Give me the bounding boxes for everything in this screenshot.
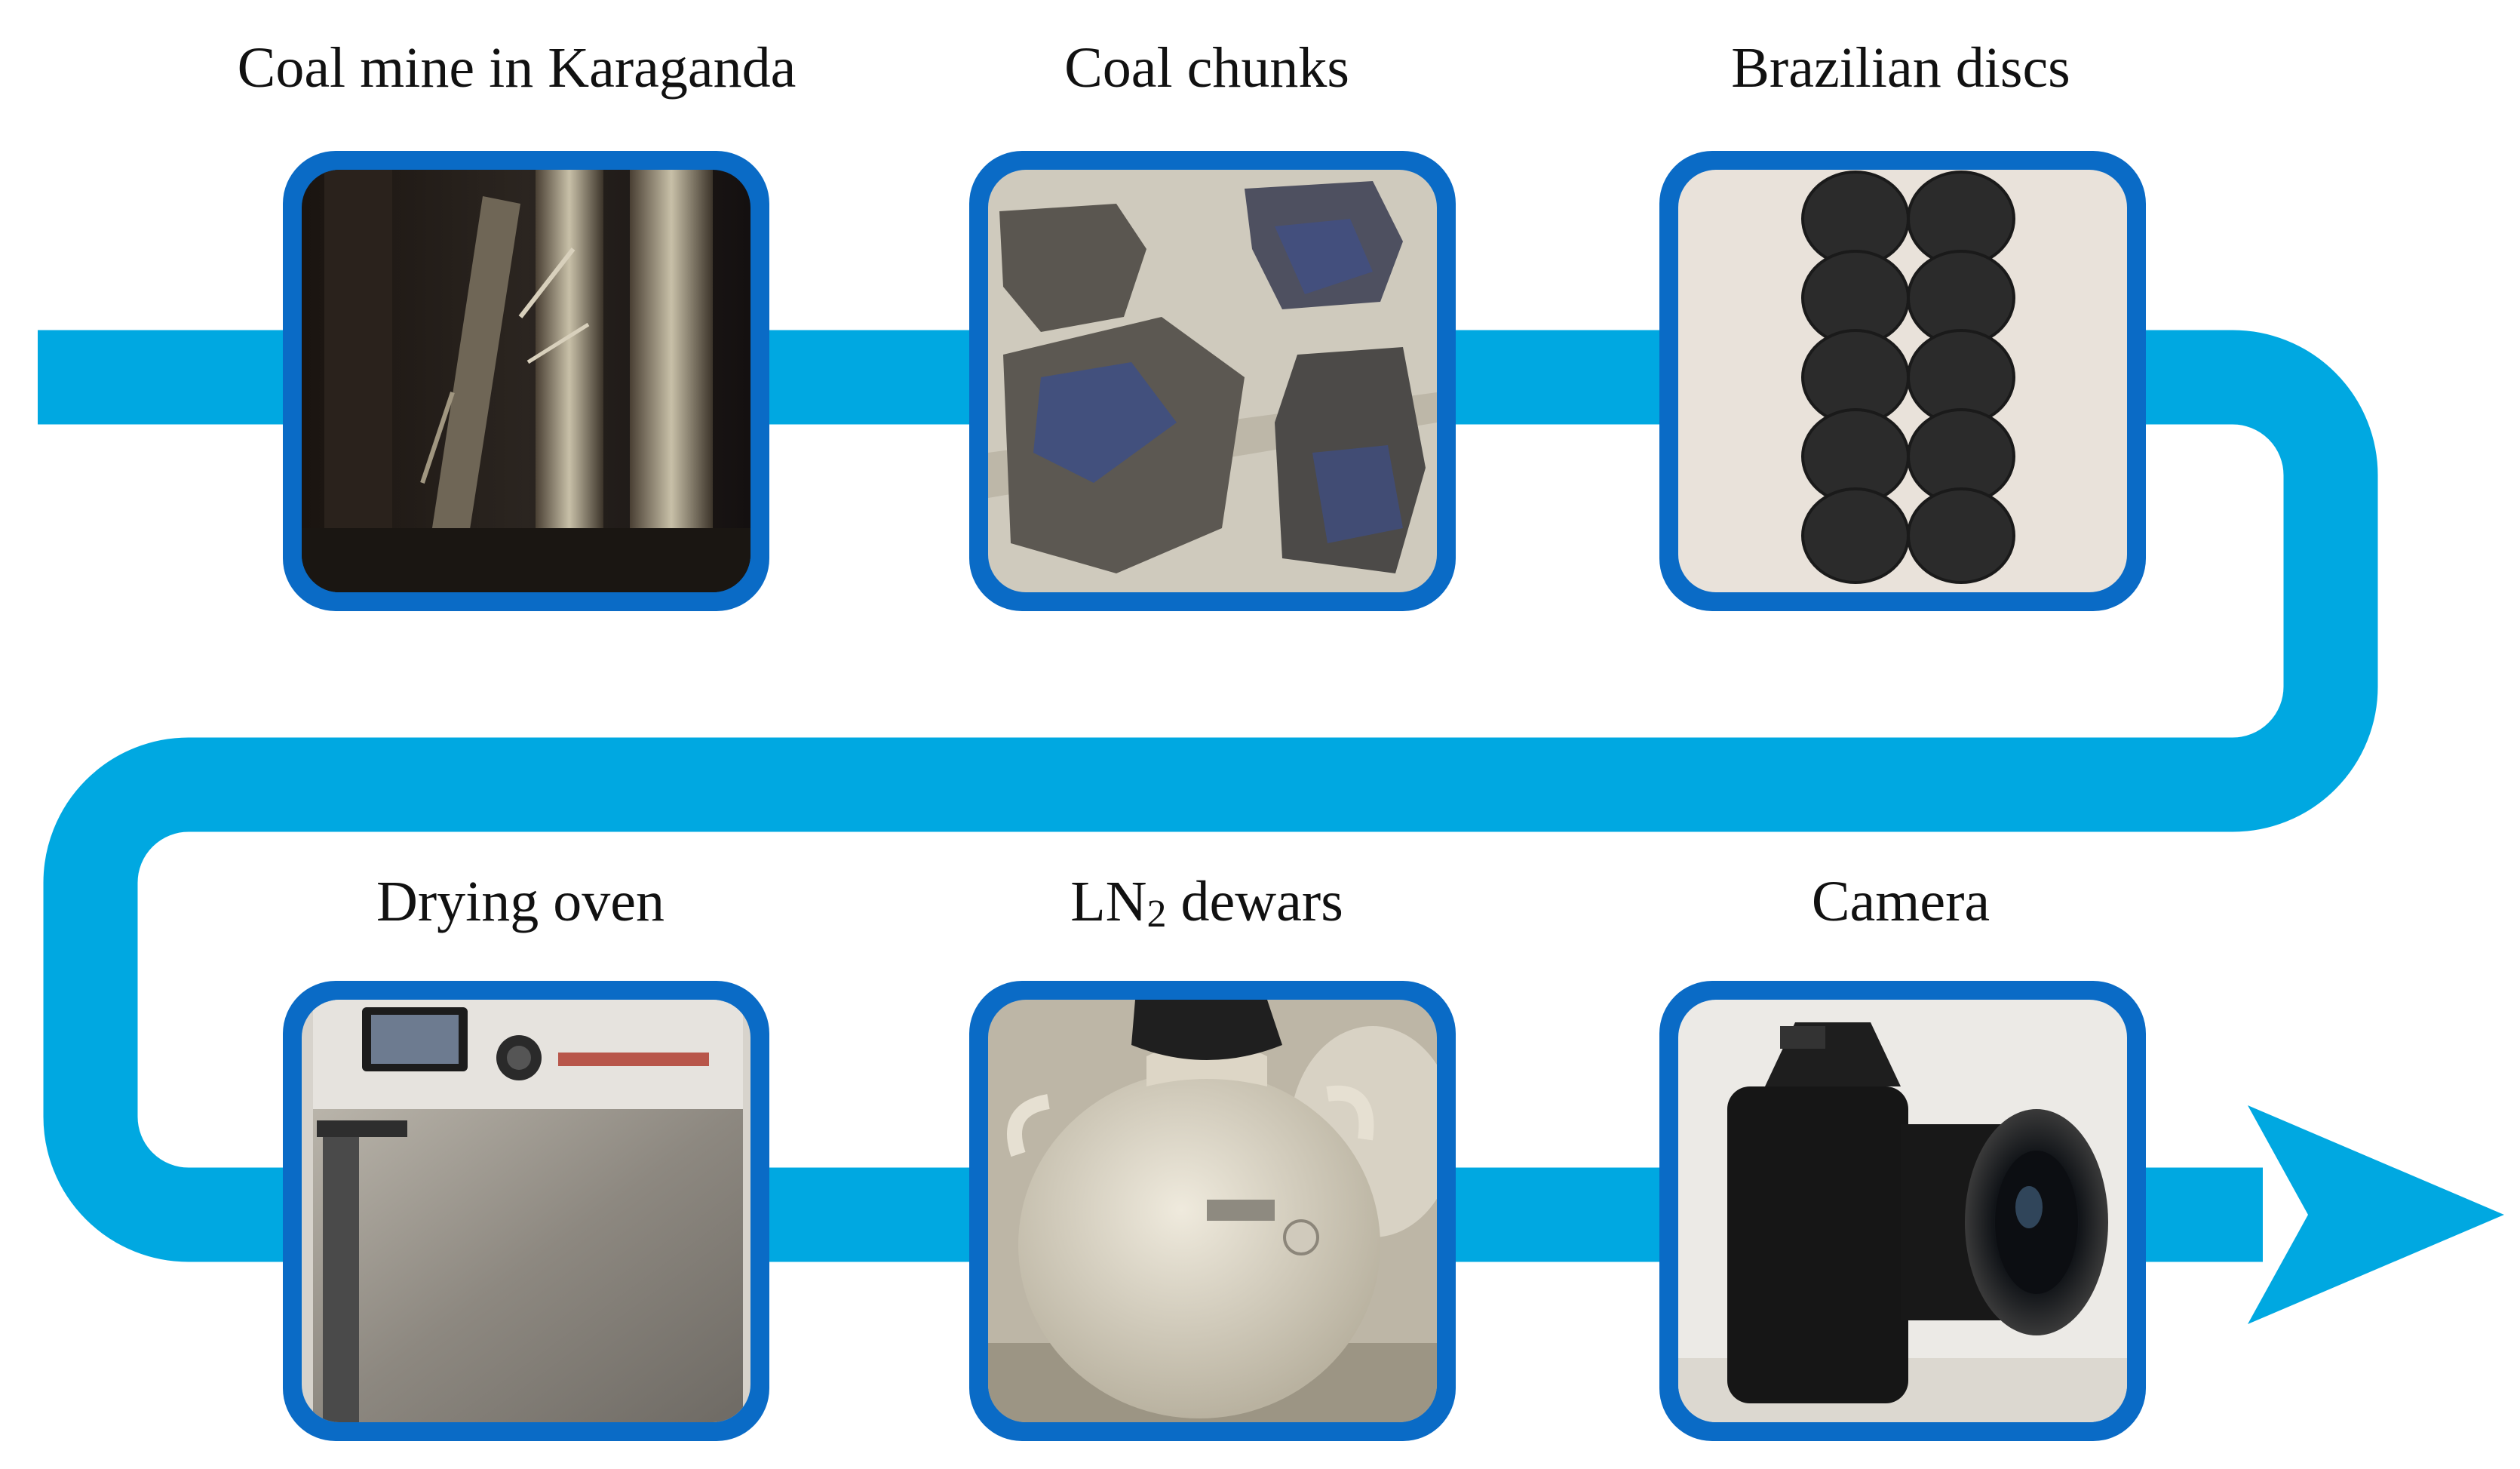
label-ln2-dewars: LN2 dewars (1070, 870, 1343, 936)
label-camera: Camera (1812, 870, 1990, 933)
label-coal-chunks: Coal chunks (1064, 36, 1349, 100)
camera-photo (1678, 1000, 2127, 1422)
step-drying-oven: Drying oven (283, 870, 769, 1441)
oven-photo (302, 1000, 750, 1422)
step-camera: Camera (1659, 870, 2146, 1441)
dewar-photo (988, 1000, 1437, 1422)
label-brazilian-discs: Brazilian discs (1731, 36, 2070, 100)
discs-photo (1678, 170, 2127, 592)
flow-arrowhead (2248, 1105, 2504, 1324)
step-ln2-dewars: LN2 dewars (969, 870, 1456, 1441)
label-drying-oven: Drying oven (376, 870, 665, 933)
mine-photo (302, 170, 750, 592)
step-brazilian-discs: Brazilian discs (1659, 36, 2146, 611)
step-coal-chunks: Coal chunks (969, 36, 1456, 611)
coal-chunks-photo (988, 170, 1437, 592)
flow-path (38, 330, 2378, 1262)
step-coal-mine: Coal mine in Karaganda (238, 36, 797, 611)
label-coal-mine: Coal mine in Karaganda (238, 36, 797, 100)
